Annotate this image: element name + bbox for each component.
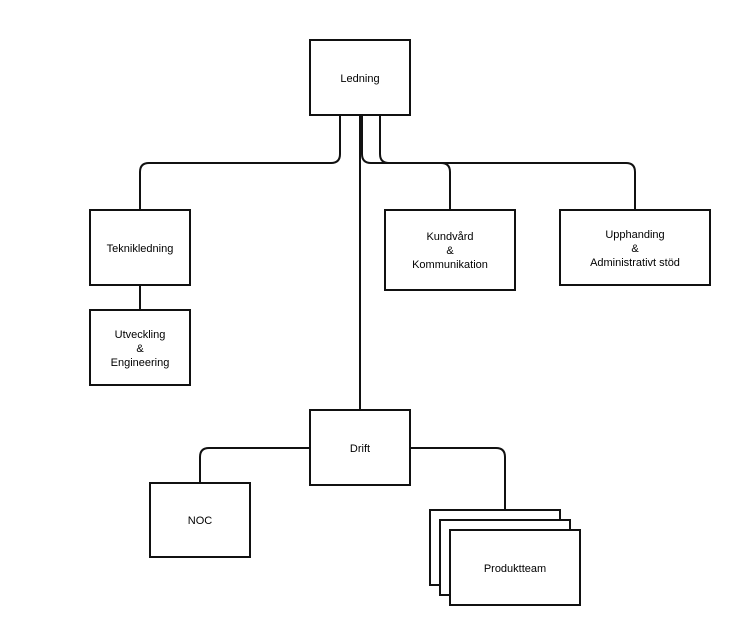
node-kundvard-line2: &: [446, 245, 454, 257]
node-upphandling: Upphanding & Administrativt stöd: [559, 209, 711, 286]
connectors: [139, 115, 636, 520]
connector-ledning-upphandling: [379, 115, 636, 210]
node-utveckling-line3: Engineering: [111, 357, 170, 369]
node-utveckling-line1: Utveckling: [115, 329, 166, 341]
produktteam-stack-front: [449, 529, 581, 606]
node-utveckling: Utveckling & Engineering: [89, 309, 191, 386]
node-kundvard-line3: Kommunikation: [412, 259, 488, 271]
node-noc-label: NOC: [188, 515, 213, 527]
node-teknikledning: Teknikledning: [89, 209, 191, 286]
node-produktteam: Produktteam: [429, 509, 581, 606]
connector-drift-produktteam: [410, 447, 506, 520]
node-kundvard: Kundvård & Kommunikation: [384, 209, 516, 291]
connector-drift-noc: [199, 447, 310, 483]
node-ledning-label: Ledning: [340, 73, 379, 85]
connector-ledning-teknikledning: [139, 115, 341, 210]
node-utveckling-line2: &: [136, 343, 144, 355]
node-upphandling-line2: &: [631, 243, 639, 255]
node-kundvard-line1: Kundvård: [426, 231, 473, 243]
node-upphandling-line3: Administrativt stöd: [590, 257, 680, 269]
node-teknikledning-label: Teknikledning: [107, 243, 174, 255]
node-upphandling-line1: Upphanding: [605, 229, 664, 241]
node-produktteam-label: Produktteam: [484, 563, 546, 575]
node-ledning: Ledning: [309, 39, 411, 116]
node-drift: Drift: [309, 409, 411, 486]
node-noc: NOC: [149, 482, 251, 558]
node-drift-label: Drift: [350, 443, 370, 455]
